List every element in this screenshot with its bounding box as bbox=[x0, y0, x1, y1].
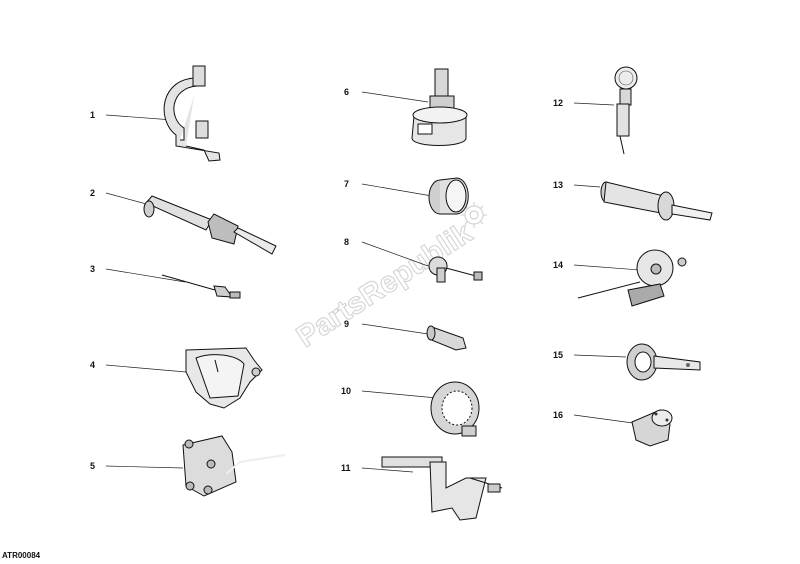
tool-12-dial-gauge bbox=[614, 66, 638, 155]
callout-1: 1 bbox=[90, 110, 95, 120]
callout-4: 4 bbox=[90, 360, 95, 370]
tool-14-flange-handle bbox=[577, 249, 687, 307]
drawing-code: ATR00084 bbox=[2, 551, 41, 560]
tool-7-ring bbox=[428, 177, 469, 215]
leader-lines bbox=[105, 91, 641, 473]
watermark: PartsRepublik bbox=[290, 202, 487, 354]
callout-labels: 1 2 3 4 5 6 7 8 9 10 11 12 13 14 15 16 bbox=[90, 87, 563, 473]
tool-10-toothed-ring bbox=[430, 381, 480, 437]
tool-6-sleeve-tool bbox=[411, 68, 468, 146]
callout-10: 10 bbox=[341, 386, 351, 396]
callout-6: 6 bbox=[344, 87, 349, 97]
tool-15-ring-spanner bbox=[626, 343, 701, 381]
tool-3-thin-rod bbox=[161, 274, 241, 299]
tool-13-drift-tool bbox=[600, 181, 713, 221]
tool-16-socket-tool bbox=[631, 409, 673, 447]
callout-13: 13 bbox=[553, 180, 563, 190]
callout-8: 8 bbox=[344, 237, 349, 247]
tool-2-cylinder-tool bbox=[143, 195, 277, 255]
tool-11-l-bracket bbox=[381, 456, 503, 521]
callout-7: 7 bbox=[344, 179, 349, 189]
callout-2: 2 bbox=[90, 188, 95, 198]
callout-15: 15 bbox=[553, 350, 563, 360]
tool-1-clamp bbox=[163, 65, 221, 162]
callout-16: 16 bbox=[553, 410, 563, 420]
callout-9: 9 bbox=[344, 319, 349, 329]
callout-12: 12 bbox=[553, 98, 563, 108]
callout-5: 5 bbox=[90, 461, 95, 471]
gear-icon bbox=[461, 202, 487, 228]
callout-11: 11 bbox=[341, 463, 351, 473]
tool-4-housing-block bbox=[185, 347, 263, 409]
tool-8-bolt-tool bbox=[428, 256, 483, 283]
callout-3: 3 bbox=[90, 264, 95, 274]
tool-5-puller bbox=[182, 435, 286, 497]
tool-9-tapered-pin bbox=[426, 325, 467, 351]
callout-14: 14 bbox=[553, 260, 563, 270]
